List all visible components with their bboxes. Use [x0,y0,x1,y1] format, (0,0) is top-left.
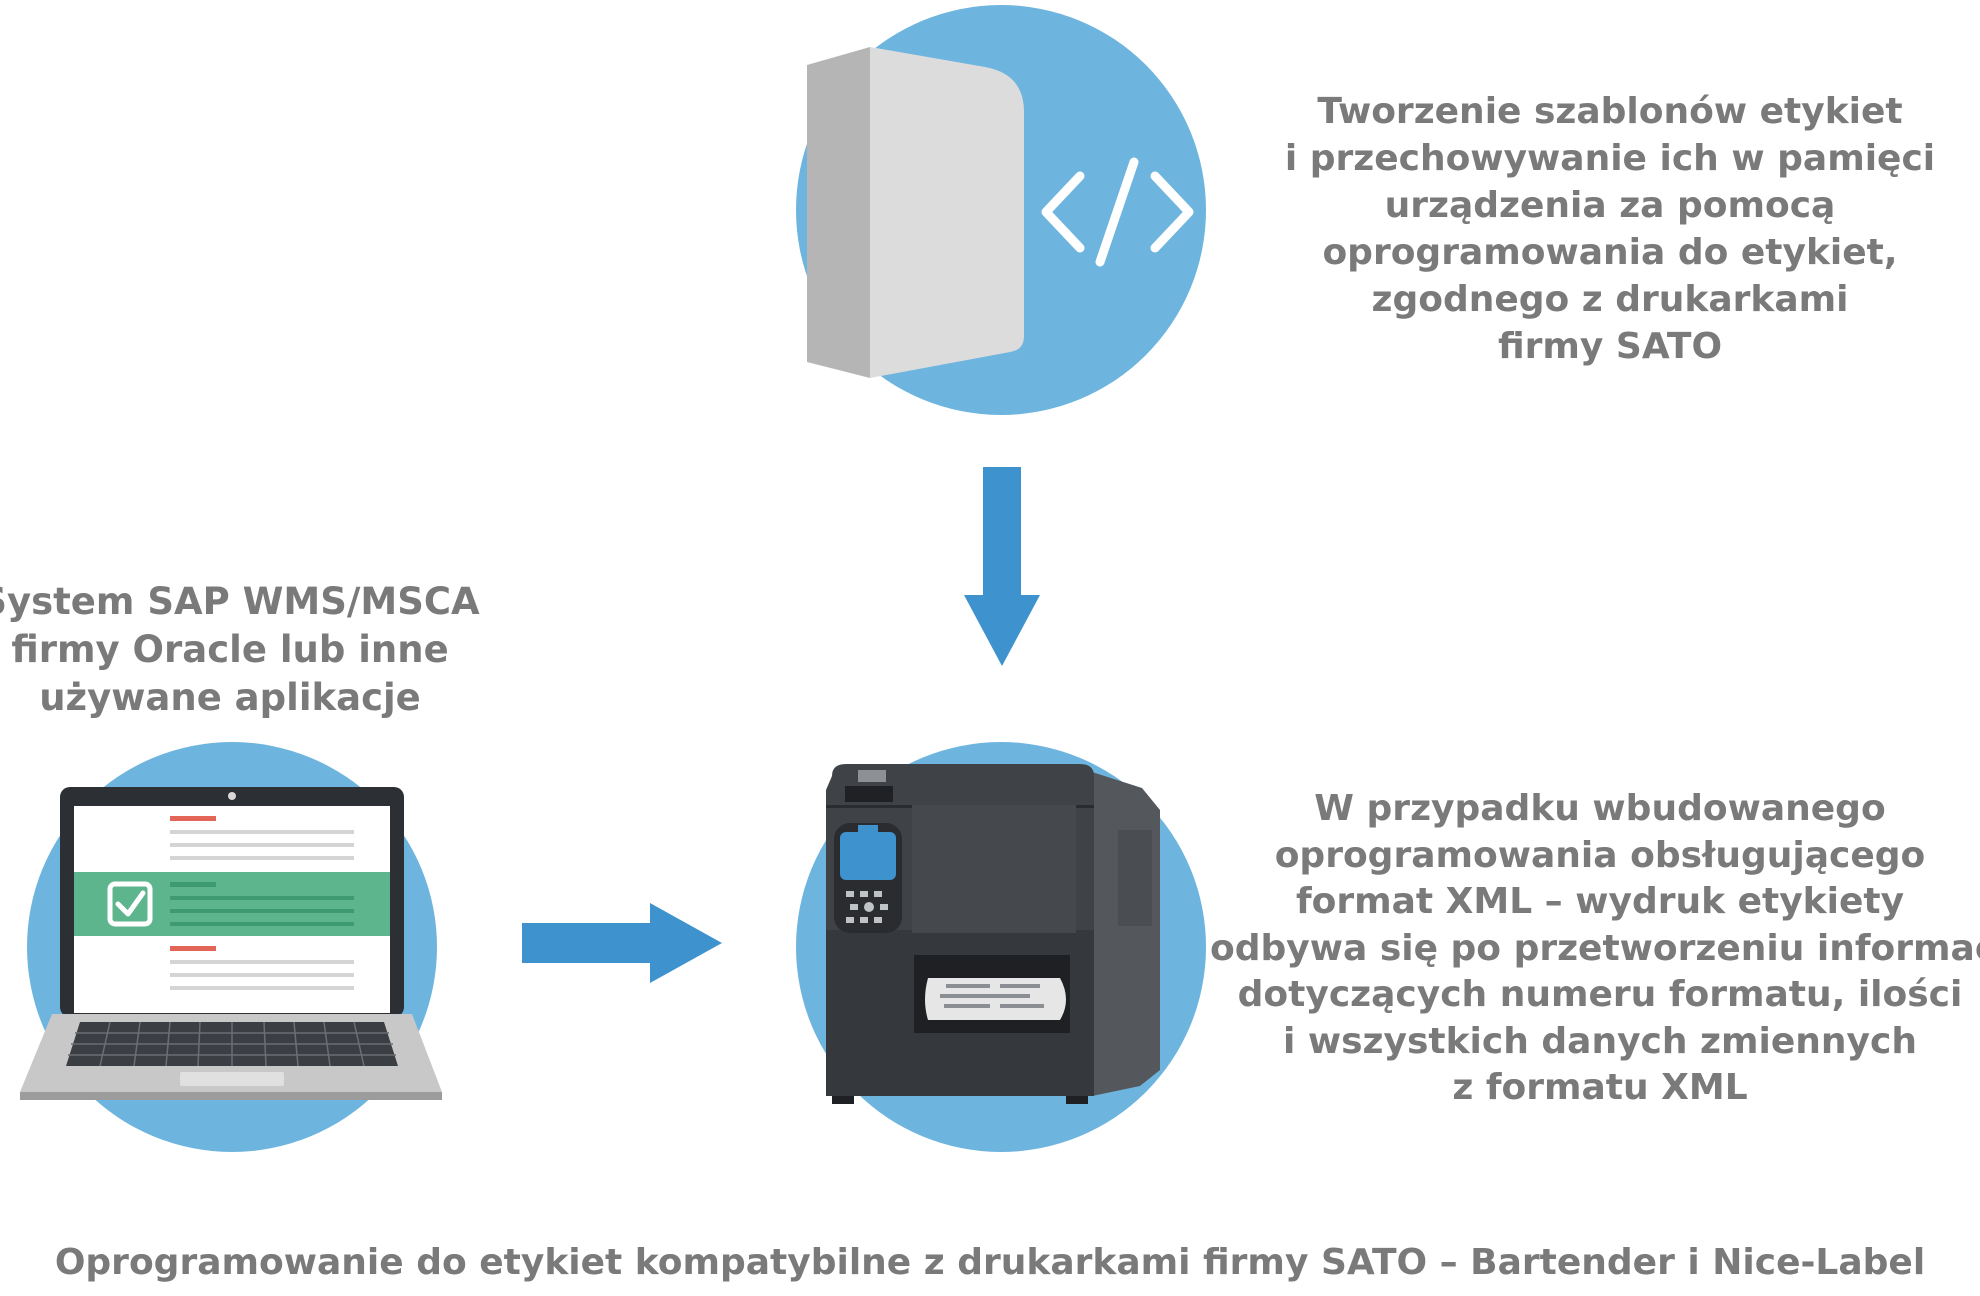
description-line: oprogramowania obsługującego [1274,834,1926,876]
description-line: format XML – wydruk etykiety [1295,881,1905,922]
description-line: urządzenia za pomocą [1384,185,1836,226]
template-creation-description: Tworzenie szablonów etykiet i przechowyw… [1220,88,1980,370]
laptop-touchpad [180,1072,284,1086]
description-line: używane aplikacje [39,676,421,719]
host-system-description: System SAP WMS/MSCA firmy Oracle lub inn… [0,578,520,722]
description-line: firmy SATO [1497,326,1723,367]
box-side-face [807,47,870,378]
laptop-checklist-icon [20,742,442,1152]
description-line: firmy Oracle lub inne [11,628,449,671]
description-line: zgodnego z drukarkami [1371,279,1849,320]
check-mark-icon [115,890,146,917]
arrow-down-icon [964,467,1040,666]
box-front-face [870,47,1024,378]
printer-display [840,832,896,880]
diagram-caption: Oprogramowanie do etykiet kompatybilne z… [54,1242,1926,1283]
description-line: W przypadku wbudowanego [1314,788,1886,829]
software-box-code-icon [796,5,1206,415]
description-line: i wszystkich danych zmiennych [1283,1020,1917,1062]
description-line: oprogramowania do etykiet, [1322,232,1898,273]
description-line: Tworzenie szablonów etykiet [1317,91,1903,132]
laptop-camera [228,792,236,800]
description-line: z formatu XML [1452,1067,1748,1108]
code-brackets-icon [1041,157,1194,267]
description-line: dotyczących numeru formatu, ilości [1237,974,1963,1015]
xml-printing-description: W przypadku wbudowanego oprogramowania o… [1210,786,1980,1112]
printed-label [925,978,1066,1020]
label-printer-icon [796,742,1206,1152]
description-line: i przechowywanie ich w pamięci [1284,138,1936,179]
printer-side-panel [1092,772,1160,1096]
description-line: System SAP WMS/MSCA [0,580,480,623]
checkbox-icon [107,881,153,927]
description-line: odbywa się po przetworzeniu informacji, [1210,927,1980,969]
arrow-right-icon [522,903,722,983]
